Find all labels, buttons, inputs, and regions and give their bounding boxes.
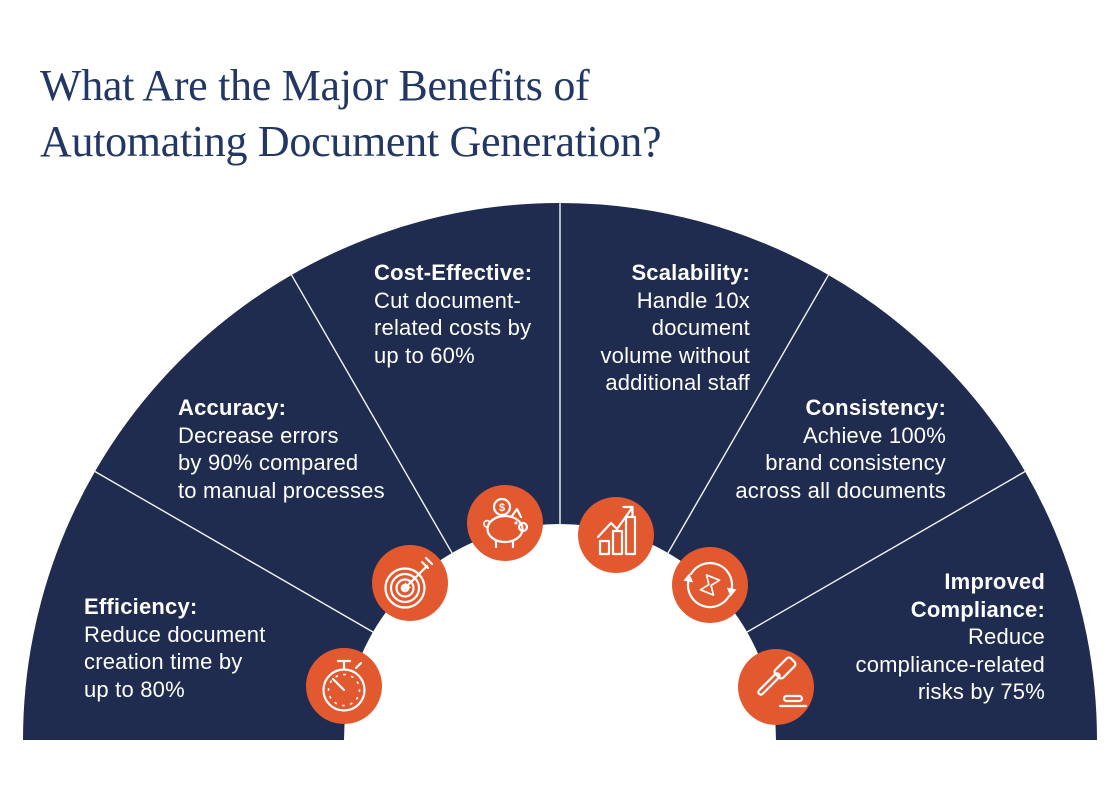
segment-line: volume without	[600, 342, 750, 368]
segment-line: up to 80%	[84, 676, 185, 702]
segment-heading: Scalability:	[631, 260, 750, 285]
segment-line: by 90% compared	[178, 450, 359, 475]
gavel-icon	[738, 649, 814, 725]
segment-wedge-improved-compliance	[747, 471, 1097, 740]
segment-line: Cut document-	[374, 287, 521, 313]
segment-label-accuracy: Accuracy: Decrease errors by 90% compare…	[178, 394, 385, 504]
page-title-line-2: Automating Document Generation?	[40, 117, 662, 166]
segment-wedge-efficiency	[23, 471, 373, 740]
segment-label-cost-effective: Cost-Effective: Cut document- related co…	[374, 259, 532, 369]
segment-line: across all documents	[735, 477, 946, 503]
page-title-line-1: What Are the Major Benefits of	[40, 61, 590, 110]
divider-line	[290, 274, 453, 554]
segment-line: additional staff	[605, 370, 750, 395]
segment-heading: Cost-Effective:	[374, 260, 533, 285]
segment-wedge-accuracy	[94, 274, 452, 632]
segment-line: Decrease errors	[178, 422, 339, 448]
segment-heading: Accuracy:	[178, 395, 287, 420]
segment-line: brand consistency	[765, 450, 946, 475]
segment-label-efficiency: Efficiency: Reduce document creation tim…	[84, 593, 266, 703]
divider-line	[746, 470, 1026, 633]
segment-heading: Improved	[944, 569, 1045, 594]
segment-line: up to 60%	[374, 342, 475, 368]
segment-line: to manual processes	[178, 477, 385, 503]
divider-line	[667, 274, 830, 554]
segment-wedge-cost-effective	[291, 203, 560, 553]
page-title: What Are the Major Benefits of Automatin…	[40, 58, 661, 170]
target-icon	[372, 545, 448, 621]
piggy-bank-icon: $	[467, 485, 543, 561]
segment-line: Reduce document	[84, 621, 266, 647]
segment-line: creation time by	[84, 649, 243, 674]
segment-label-improved-compliance: Improved Compliance: Reduce compliance-r…	[856, 568, 1045, 706]
dollar-sign: $	[499, 502, 505, 514]
segment-label-scalability: Scalability: Handle 10x document volume …	[600, 259, 750, 397]
segment-line: risks by 75%	[917, 679, 1045, 704]
segment-line: Handle 10x	[636, 287, 750, 313]
segment-heading: Compliance:	[910, 596, 1045, 622]
growth-chart-icon	[578, 497, 654, 573]
segment-heading: Consistency:	[805, 395, 946, 420]
segment-line: Achieve 100%	[802, 422, 946, 448]
segment-wedge-scalability	[560, 203, 829, 553]
segment-line: compliance-related	[855, 651, 1045, 677]
segment-heading: Efficiency:	[84, 594, 198, 619]
divider-line	[94, 470, 374, 633]
segment-line: document	[651, 315, 750, 340]
segment-line: Reduce	[967, 624, 1045, 649]
segment-label-consistency: Consistency: Achieve 100% brand consiste…	[735, 394, 946, 504]
stopwatch-icon	[306, 648, 382, 724]
segment-wedge-consistency	[668, 274, 1026, 632]
sync-arrows-icon	[672, 547, 748, 623]
segment-line: related costs by	[374, 315, 532, 340]
